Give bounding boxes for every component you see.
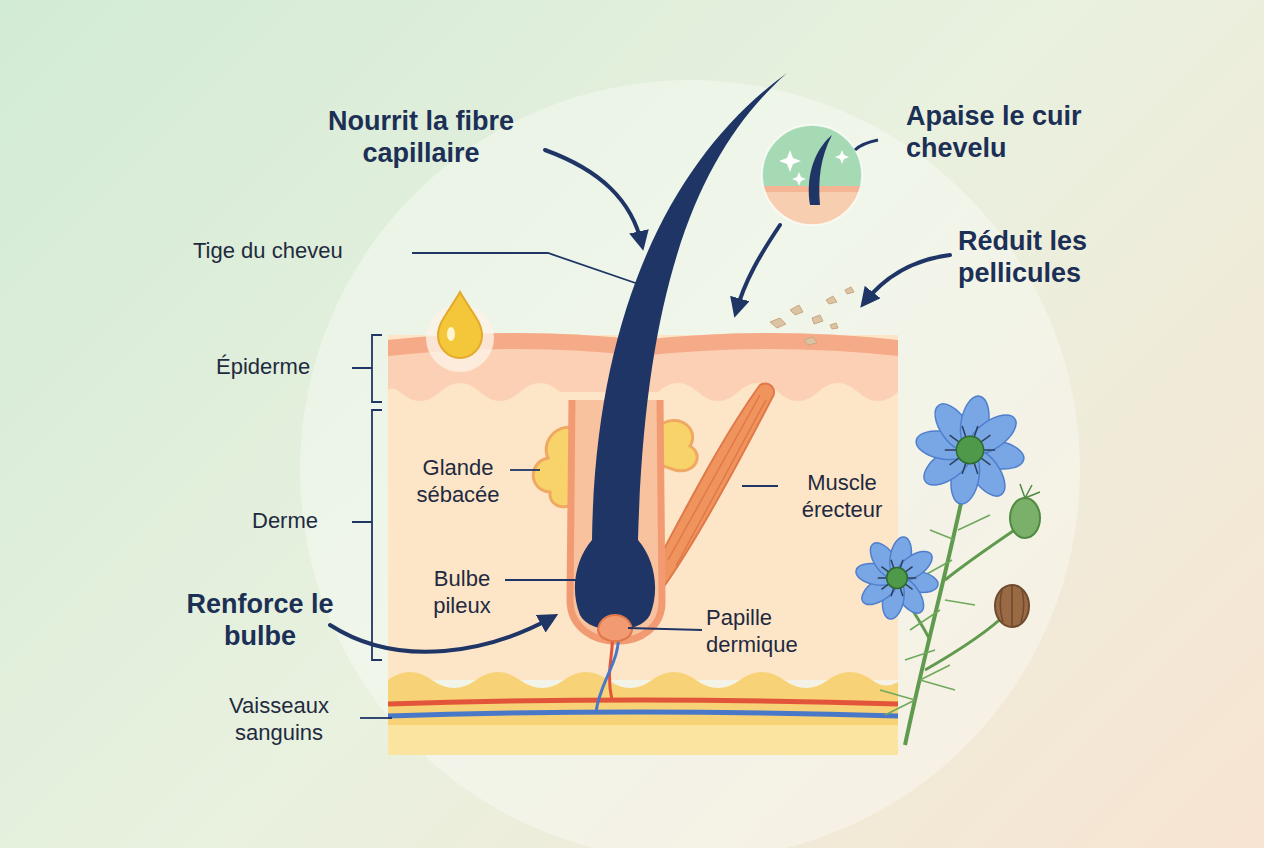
pod-stripes bbox=[1000, 586, 1024, 626]
plant-branch bbox=[945, 525, 1022, 580]
vein-vessel bbox=[388, 712, 898, 716]
inset-hair bbox=[809, 135, 832, 205]
drop-highlight bbox=[447, 327, 455, 341]
flake bbox=[790, 305, 803, 315]
flower-center bbox=[956, 436, 983, 463]
plant-branch bbox=[925, 612, 1008, 670]
green-seed-pod bbox=[1010, 498, 1040, 538]
leader-line bbox=[628, 628, 702, 630]
oil-drop bbox=[438, 292, 482, 358]
callout-arrow bbox=[545, 150, 642, 245]
part-label: Bulbe pileux bbox=[412, 566, 512, 620]
flake bbox=[826, 296, 837, 304]
leader-line bbox=[412, 253, 650, 288]
scalp-inset bbox=[760, 120, 870, 230]
nigella-flower bbox=[914, 394, 1026, 506]
callout-arrow bbox=[330, 617, 553, 652]
nigella-flower bbox=[854, 535, 940, 621]
part-label: Papille dermique bbox=[706, 605, 856, 659]
benefit-callout: Renforce le bulbe bbox=[180, 588, 340, 653]
inset-pointer bbox=[855, 140, 878, 150]
dermal-papilla bbox=[598, 615, 632, 641]
leader-line bbox=[360, 717, 392, 719]
sparkle bbox=[792, 172, 806, 186]
artery-vessel bbox=[388, 700, 898, 704]
layer-label: Derme bbox=[252, 508, 352, 535]
hair-shaft bbox=[575, 73, 787, 630]
hypodermis-band bbox=[388, 725, 898, 755]
flake bbox=[845, 287, 854, 294]
inset-ring bbox=[762, 125, 862, 225]
leader-line bbox=[505, 579, 582, 581]
benefit-callout: Nourrit la fibre capillaire bbox=[296, 105, 546, 170]
flake bbox=[830, 323, 838, 329]
leader-line bbox=[742, 485, 778, 487]
leader-line bbox=[510, 469, 540, 471]
nigella-plant bbox=[854, 394, 1040, 745]
part-label: Glande sébacée bbox=[398, 455, 518, 509]
callout-arrows bbox=[330, 150, 950, 652]
brown-seed-pod bbox=[995, 585, 1029, 627]
sparkle bbox=[779, 150, 801, 172]
callout-arrow bbox=[864, 255, 950, 303]
dandruff-flakes bbox=[770, 287, 854, 345]
benefit-callout: Réduit les pellicules bbox=[958, 225, 1133, 290]
callout-arrow bbox=[736, 225, 780, 312]
benefit-callout: Apaise le cuir chevelu bbox=[906, 100, 1106, 165]
arrector-muscle bbox=[650, 384, 774, 585]
hypodermis-layer bbox=[388, 672, 898, 755]
pod-horns bbox=[1020, 484, 1040, 498]
flake bbox=[812, 315, 823, 324]
feathery-leaves bbox=[880, 515, 990, 715]
part-label: Muscle érecteur bbox=[782, 470, 902, 524]
flake bbox=[770, 318, 786, 328]
part-label: Tige du cheveu bbox=[193, 238, 423, 265]
sparkle bbox=[835, 150, 849, 164]
leaf-strands bbox=[880, 515, 990, 715]
bracket bbox=[352, 410, 382, 660]
part-label: Vaisseaux sanguins bbox=[214, 693, 344, 747]
layer-label: Épiderme bbox=[216, 354, 356, 381]
sebaceous-gland-lobe bbox=[660, 421, 697, 471]
capillary-blue bbox=[596, 630, 618, 712]
flake bbox=[804, 337, 817, 345]
flower-center bbox=[887, 568, 908, 589]
bracket bbox=[352, 335, 382, 402]
muscle-fibers bbox=[668, 395, 766, 566]
